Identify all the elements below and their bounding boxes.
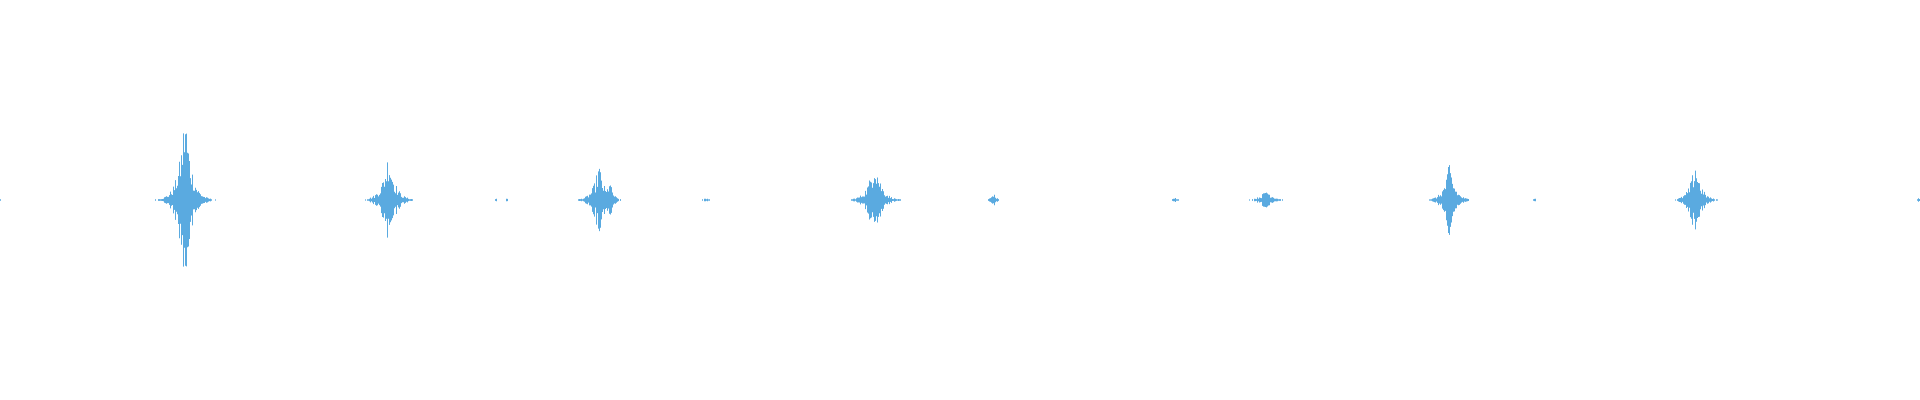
waveform-trace xyxy=(0,133,1920,267)
